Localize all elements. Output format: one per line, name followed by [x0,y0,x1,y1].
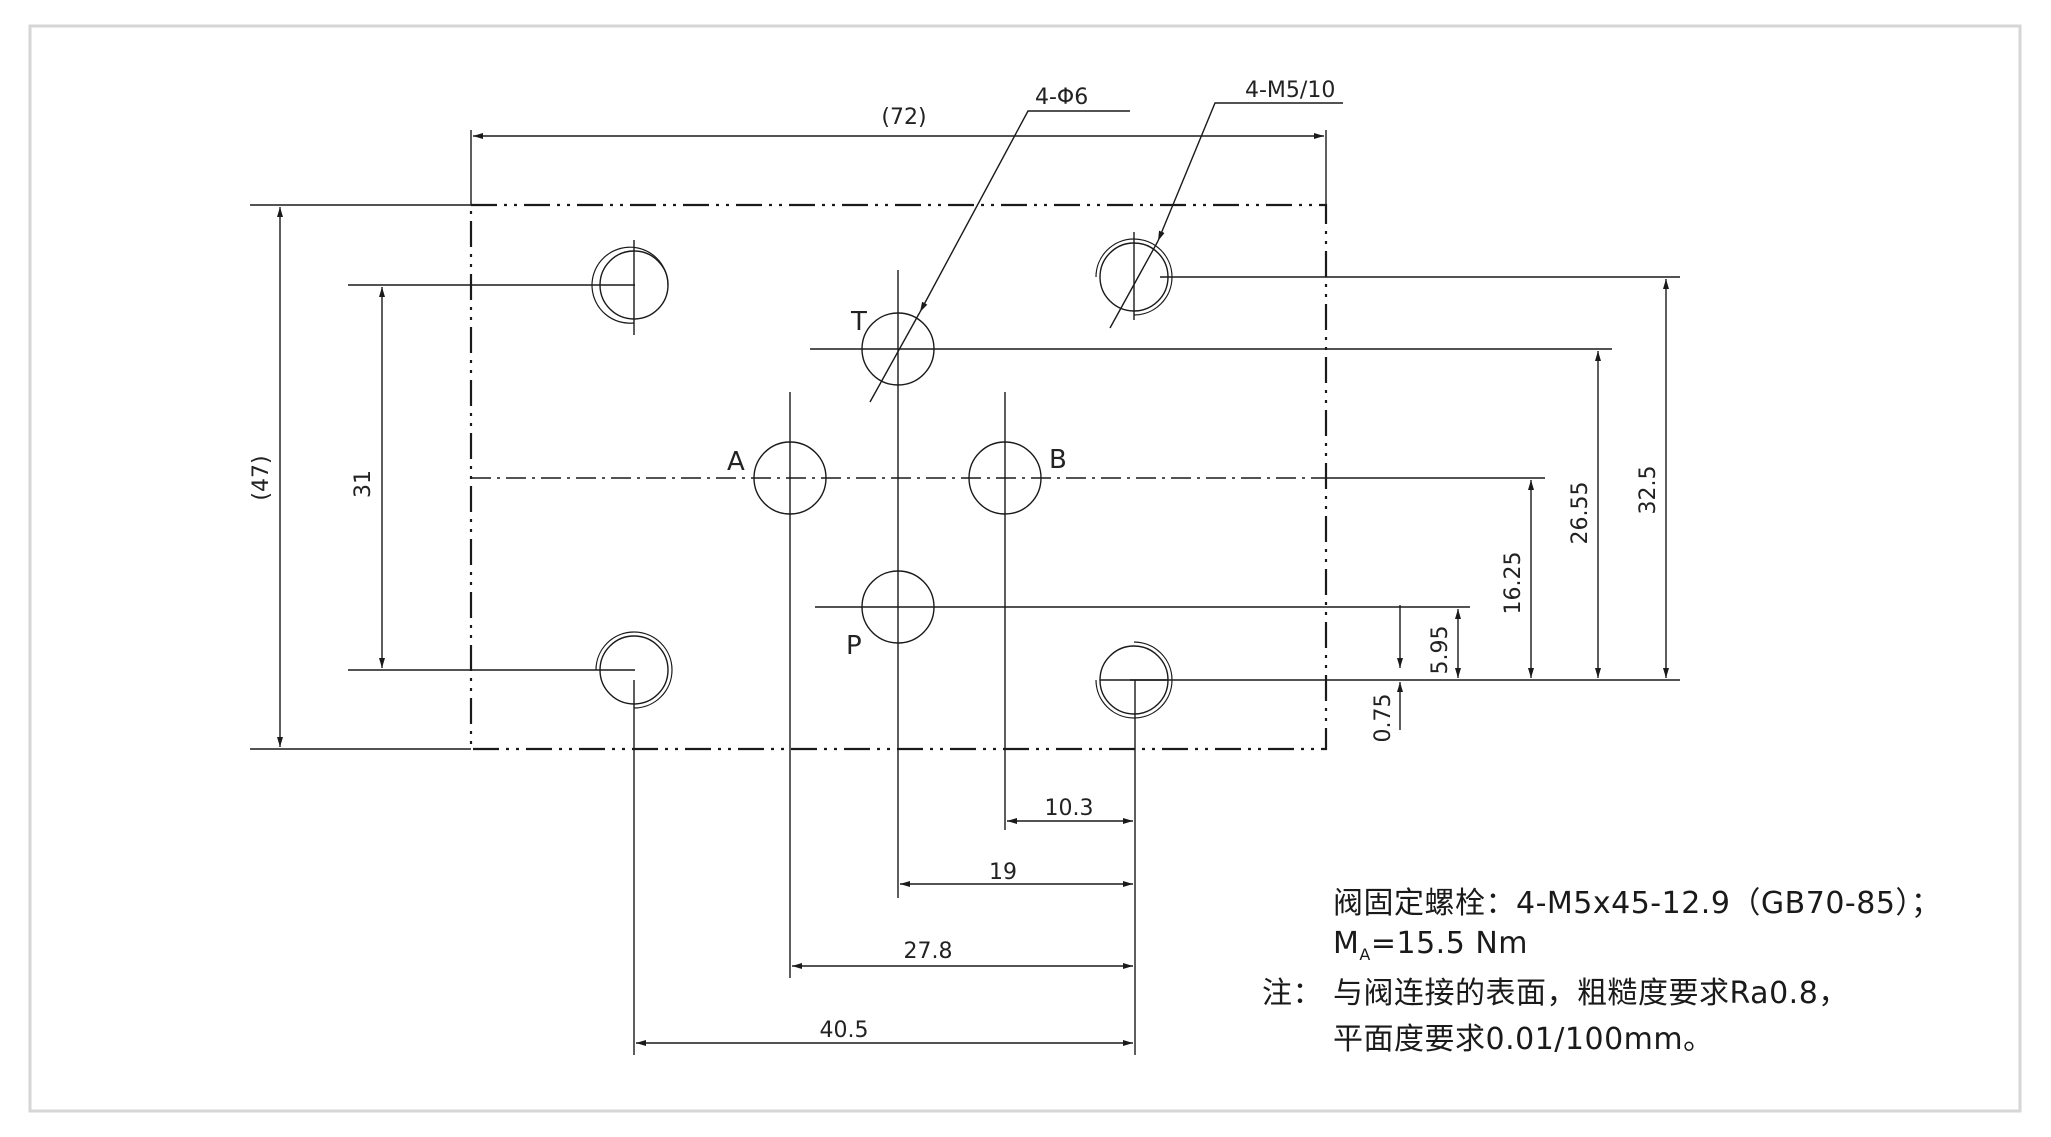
leader-4-phi6 [919,110,1130,313]
torque-subscript: A [1359,945,1371,964]
torque-note: MA=15.5 Nm [1333,926,1528,964]
flatness-note: 平面度要求0.01/100mm。 [1333,1022,1714,1057]
dim-text-0-75: 0.75 [1371,694,1396,743]
dim-text-32-5: 32.5 [1636,466,1661,515]
bolt-spec-note: 阀固定螺栓：4-M5x45-12.9（GB70-85）； [1333,886,1942,921]
drawing-frame [28,24,2022,1113]
port-label-a: A [727,447,745,477]
note-label: 注： [1262,976,1323,1011]
dim-text-16-25: 16.25 [1501,552,1526,615]
port-label-p: P [846,631,862,661]
dim-text-72: (72) [881,105,926,130]
torque-value: =15.5 Nm [1370,926,1528,961]
leader-4-m5 [1157,102,1343,242]
dim-text-47: (47) [249,455,274,500]
port-hole-b [968,441,1042,515]
dim-text-40-5: 40.5 [820,1018,869,1043]
thread-hole-bl [595,631,673,709]
surface-roughness-note: 与阀连接的表面，粗糙度要求Ra0.8， [1333,976,1849,1011]
thread-hole-br [1095,641,1173,719]
port-hole-p [861,570,935,644]
dim-text-26-55: 26.55 [1568,482,1593,545]
port-hole-a [753,441,827,515]
dim-text-5-95: 5.95 [1428,626,1453,675]
port-label-b: B [1049,445,1067,475]
dim-text-19: 19 [989,860,1017,885]
callout-4-phi6: 4-Φ6 [1035,85,1088,110]
torque-m: M [1333,926,1360,961]
dim-text-31: 31 [351,470,376,498]
thread-hole-tl [591,240,669,335]
callout-4-m5: 4-M5/10 [1245,78,1335,103]
thread-hole-tr [1095,232,1173,320]
port-label-t: T [850,307,867,337]
dim-text-27-8: 27.8 [904,939,953,964]
dim-text-10-3: 10.3 [1045,796,1094,821]
port-hole-t [861,312,935,386]
